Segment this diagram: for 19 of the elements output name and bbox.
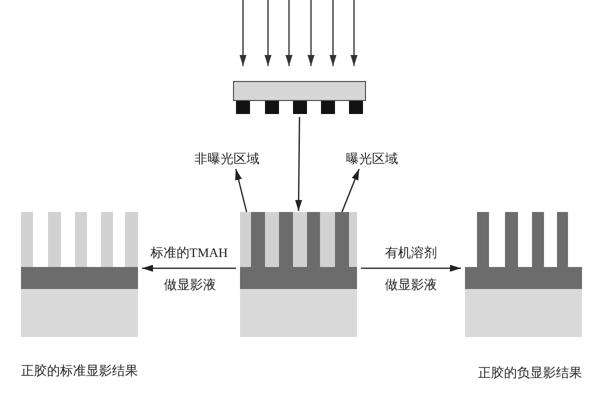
node-label: 正胶的负显影结果 (478, 364, 582, 381)
arrow-note: 做显影液 (384, 276, 438, 293)
leader-arrow (341, 168, 360, 212)
edge-label: 有机溶剂 (384, 244, 438, 262)
arrow (142, 264, 236, 272)
region-label: 曝光区域 (344, 150, 400, 167)
region-label: 非曝光区域 (193, 150, 261, 167)
arrow-note: 做显影液 (163, 276, 217, 293)
arrow (361, 264, 461, 272)
photomask (233, 81, 366, 101)
wafer-cross-section (465, 212, 582, 337)
edge-label: 标准的TMAH (150, 244, 229, 262)
wafer-cross-section (240, 212, 357, 337)
wafer-cross-section (21, 212, 138, 337)
leader-arrow (235, 168, 248, 212)
resist-stripe (335, 212, 349, 267)
node-label: 正胶的标准显影结果 (21, 362, 138, 379)
arrow (295, 117, 302, 211)
resist-stripe (240, 212, 251, 267)
